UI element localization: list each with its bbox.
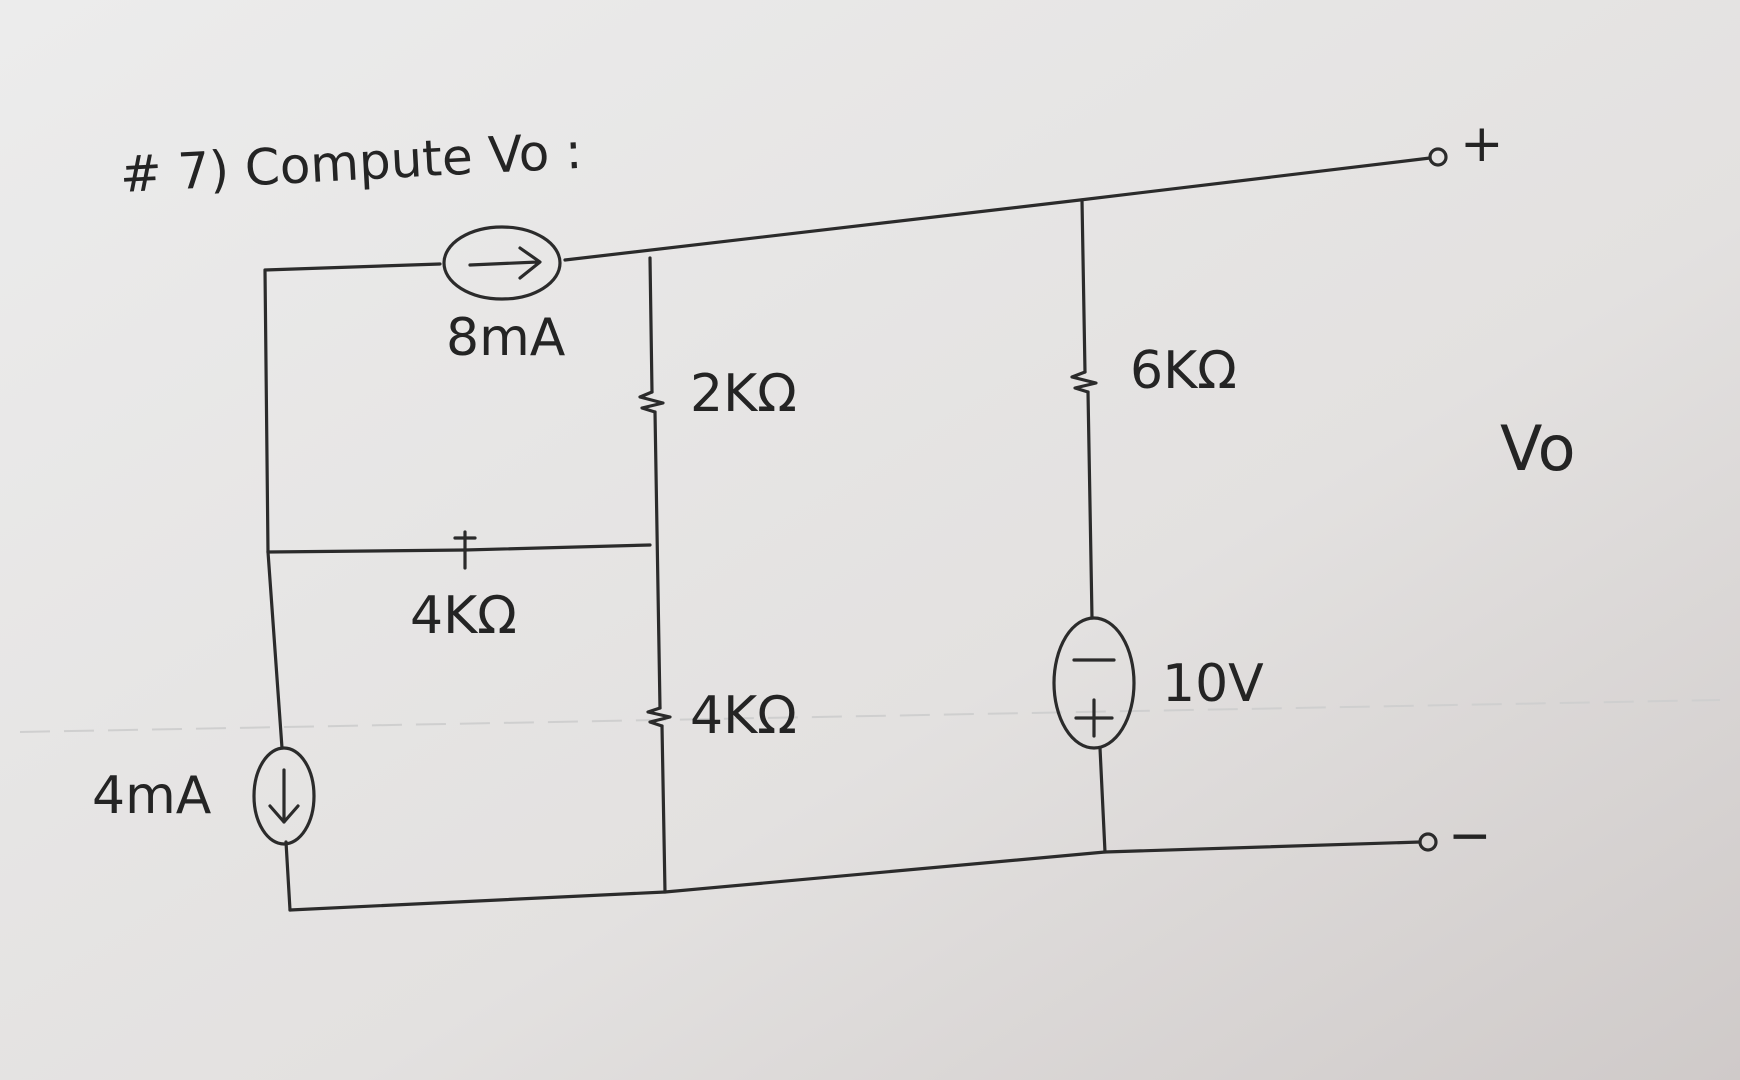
resistor-6k-symbol	[1070, 370, 1098, 394]
label-4ma: 4mA	[92, 766, 212, 826]
right-wire-top	[1080, 198, 1087, 374]
output-voltage-label: Vo	[1500, 412, 1576, 485]
plus-sign-icon	[1074, 698, 1114, 738]
center-wire-mid	[653, 410, 662, 710]
right-wire-mid	[1086, 390, 1094, 620]
left-top-wire	[263, 262, 442, 554]
voltage-source-10v	[1052, 616, 1136, 750]
label-10v: 10V	[1162, 654, 1264, 714]
label-4k-vertical: 4KΩ	[690, 686, 797, 746]
resistor-4k-horizontal-symbol	[453, 530, 477, 570]
paper-fold-line	[19, 699, 1721, 733]
label-4k-horizontal: 4KΩ	[410, 586, 517, 646]
terminal-minus-node	[1418, 832, 1438, 852]
center-wire-top	[648, 256, 654, 394]
current-source-8ma	[442, 225, 562, 301]
top-wire	[563, 156, 1432, 262]
right-wire-bottom	[1098, 746, 1107, 854]
current-source-4ma	[252, 746, 316, 846]
terminal-plus-node	[1428, 147, 1448, 167]
left-bottom-wire	[284, 840, 292, 912]
label-2k: 2KΩ	[690, 364, 797, 424]
terminal-plus-label: +	[1460, 114, 1504, 174]
resistor-2k-symbol	[638, 390, 665, 414]
arrow-right-icon	[468, 246, 542, 280]
arrow-down-icon	[268, 768, 300, 824]
terminal-minus-label: −	[1448, 806, 1492, 866]
label-8ma: 8mA	[446, 308, 566, 368]
resistor-4k-vertical-symbol	[646, 706, 672, 728]
left-vertical-wire	[266, 550, 284, 750]
center-wire-bottom	[660, 724, 667, 894]
label-6k: 6KΩ	[1130, 341, 1237, 401]
bottom-wire	[288, 840, 1422, 912]
